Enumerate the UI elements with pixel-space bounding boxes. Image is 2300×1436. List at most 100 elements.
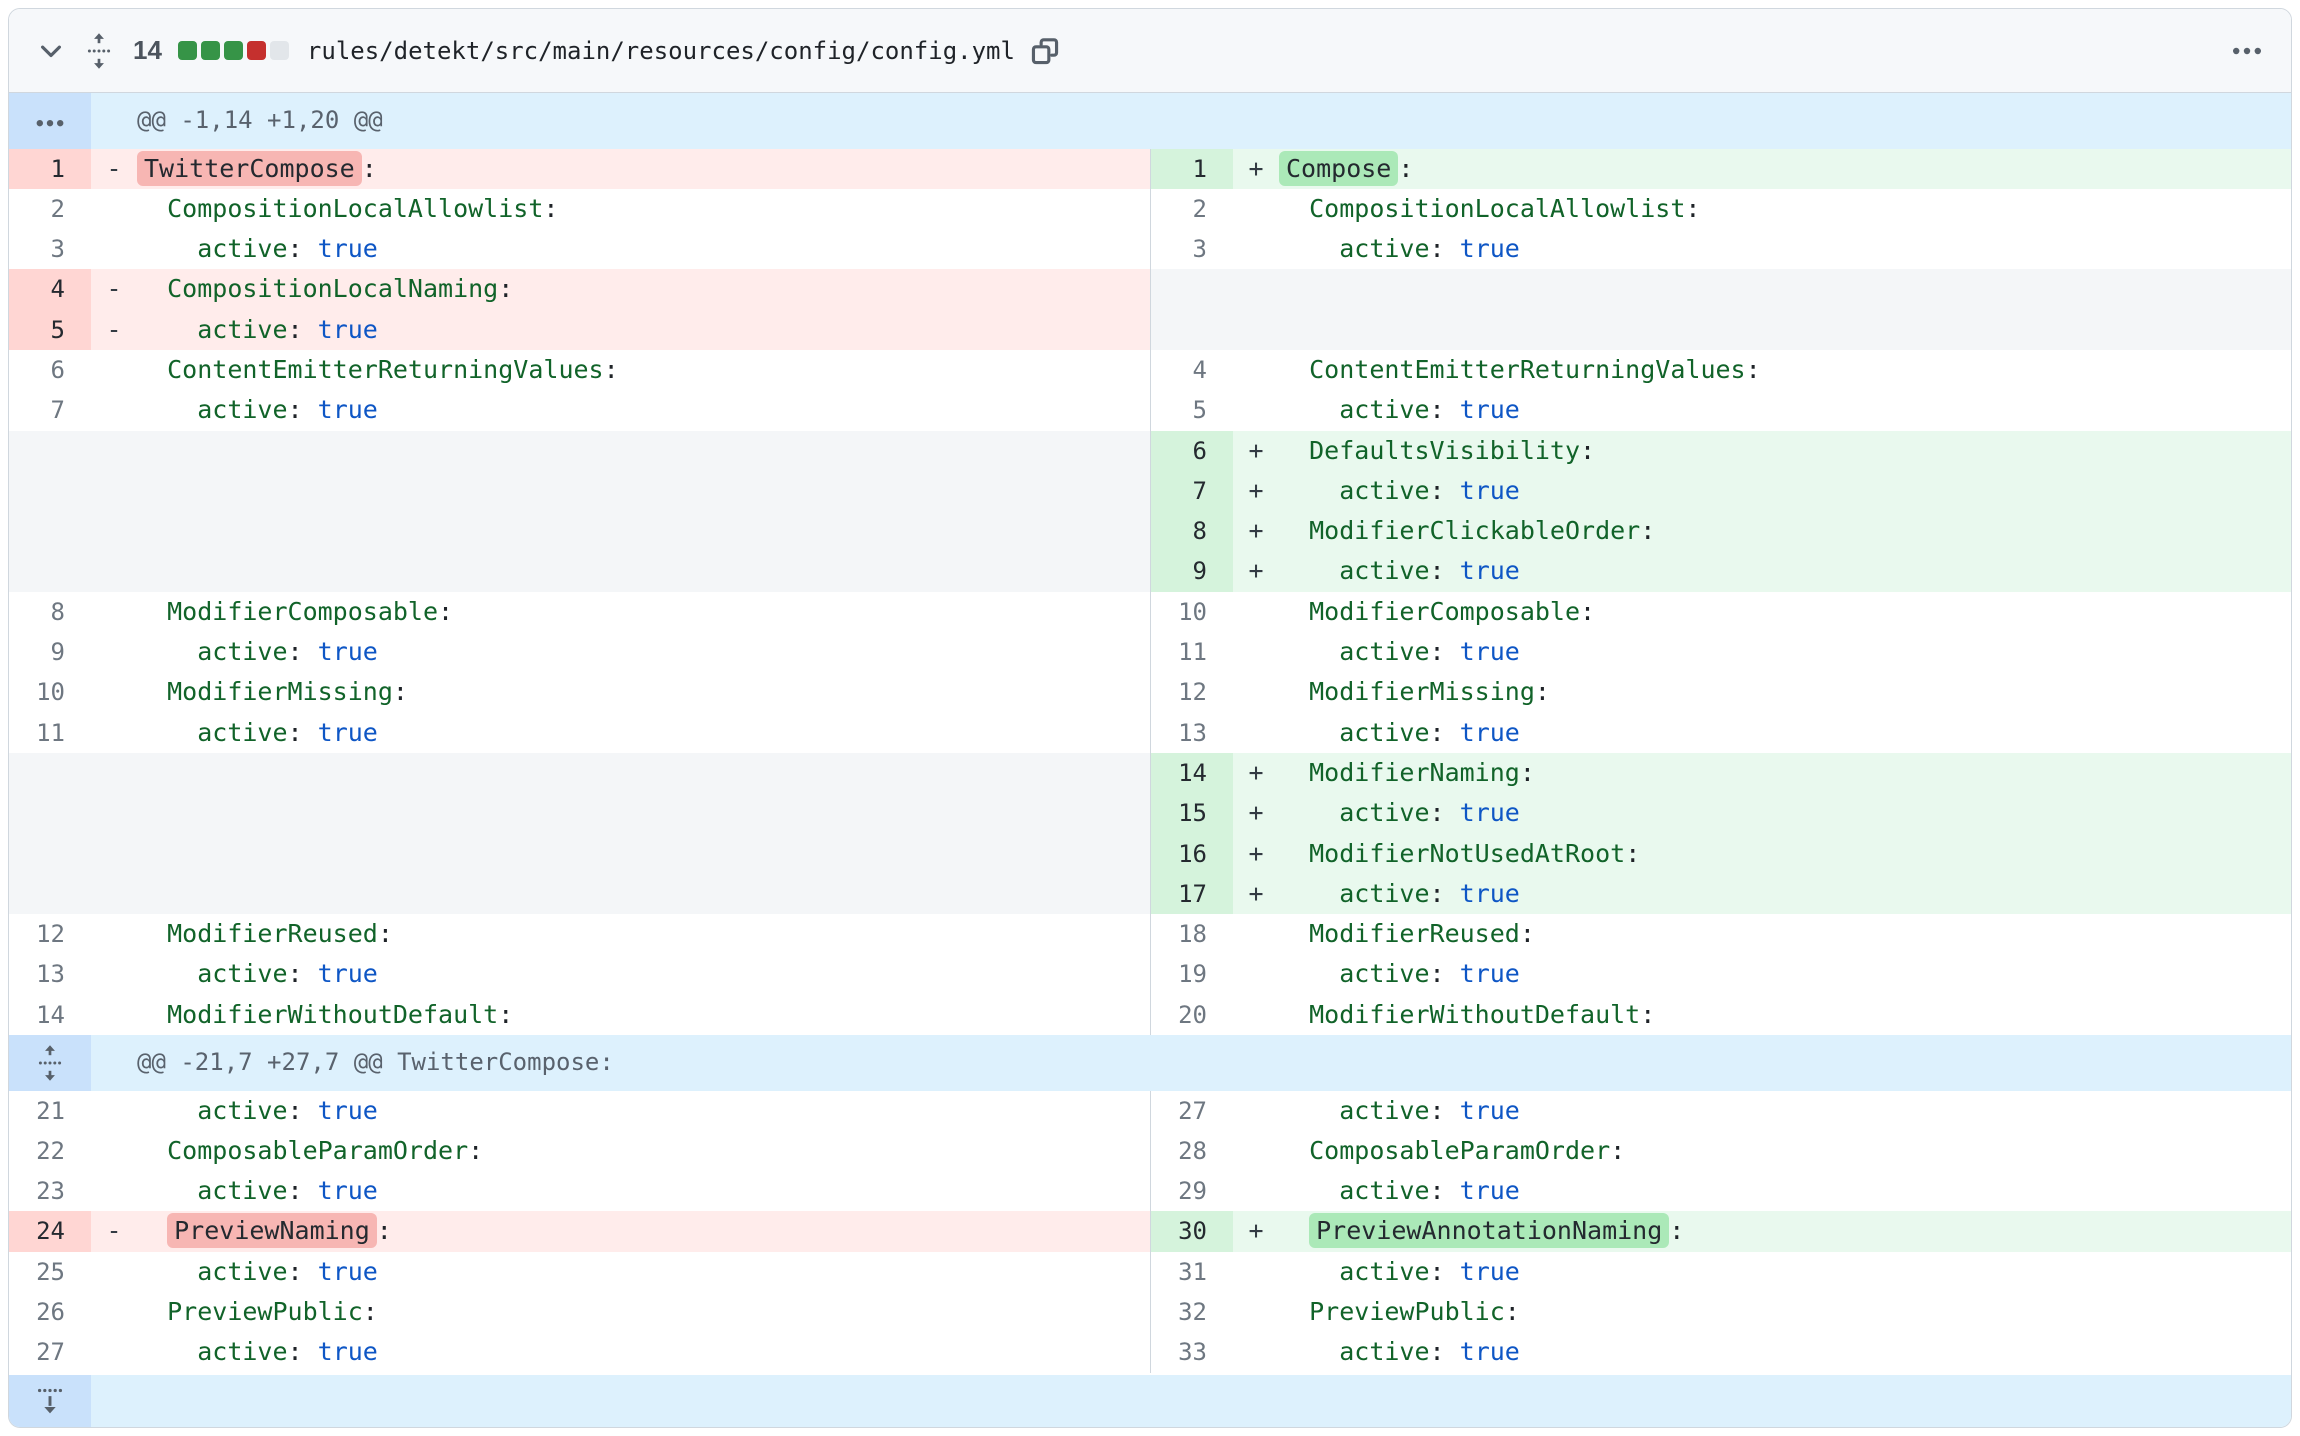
expand-vertical-icon[interactable]: [9, 1035, 91, 1091]
diff-marker: [91, 1171, 137, 1211]
diff-right-half: [1150, 309, 2291, 350]
file-header: 14 rules/detekt/src/main/resources/confi…: [9, 9, 2291, 93]
code-line: active: true: [1339, 234, 1520, 264]
line-number-left[interactable]: 8: [9, 591, 91, 633]
diff-row: 1-TwitterCompose:1+Compose:: [9, 148, 2291, 189]
drag-handle-icon[interactable]: [87, 31, 111, 71]
diff-marker: +: [1248, 516, 1264, 546]
line-number-right[interactable]: 11: [1151, 632, 1233, 673]
line-number-right[interactable]: 15: [1151, 793, 1233, 834]
diff-marker: [91, 431, 137, 471]
diff-marker: [91, 874, 137, 914]
line-number-right[interactable]: 31: [1151, 1251, 1233, 1293]
line-number-left[interactable]: 13: [9, 954, 91, 995]
diff-marker: [91, 672, 137, 712]
line-number-right[interactable]: 10: [1151, 591, 1233, 633]
code-cell-left: [91, 833, 1150, 874]
line-number-left[interactable]: 27: [9, 1332, 91, 1373]
diff-right-half: 6+ DefaultsVisibility:: [1150, 430, 2291, 471]
diff-row: 15+ active: true: [9, 793, 2291, 834]
line-number-right[interactable]: 28: [1151, 1130, 1233, 1172]
line-number-right[interactable]: 3: [1151, 229, 1233, 270]
line-number-right[interactable]: 32: [1151, 1292, 1233, 1333]
code-cell-left: active: true: [91, 632, 1150, 673]
line-number-right[interactable]: 29: [1151, 1171, 1233, 1212]
diff-right-half: 15+ active: true: [1150, 793, 2291, 834]
diff-marker: [91, 834, 137, 874]
code-cell-right: + DefaultsVisibility:: [1233, 430, 2291, 471]
diff-right-half: 32 PreviewPublic:: [1150, 1292, 2291, 1333]
diff-right-half: 16+ ModifierNotUsedAtRoot:: [1150, 833, 2291, 874]
line-number-right[interactable]: 27: [1151, 1090, 1233, 1131]
line-number-right[interactable]: 6: [1151, 430, 1233, 471]
expand-down-button[interactable]: [9, 1375, 91, 1427]
kebab-menu-icon[interactable]: [2231, 35, 2263, 67]
line-number-right[interactable]: 16: [1151, 833, 1233, 874]
diff-marker: [91, 229, 137, 269]
diff-marker: [91, 1091, 137, 1131]
line-number-left[interactable]: 11: [9, 712, 91, 753]
diff-right-half: 10 ModifierComposable:: [1150, 591, 2291, 633]
line-number-right[interactable]: 9: [1151, 551, 1233, 592]
line-number-left[interactable]: 9: [9, 632, 91, 673]
line-number-right[interactable]: 20: [1151, 994, 1233, 1036]
line-number-right[interactable]: 12: [1151, 672, 1233, 713]
diff-table: @@ -1,14 +1,20 @@ 1-TwitterCompose:1+Comp…: [9, 93, 2291, 1375]
line-number-left[interactable]: 1: [9, 148, 91, 189]
hunk-header-text: @@ -1,14 +1,20 @@: [137, 106, 383, 134]
line-number-right[interactable]: 19: [1151, 954, 1233, 995]
line-number-left[interactable]: 26: [9, 1292, 91, 1333]
line-number-left[interactable]: 3: [9, 229, 91, 270]
diff-left-half: 21 active: true: [9, 1090, 1150, 1131]
line-number-right[interactable]: 30: [1151, 1211, 1233, 1252]
line-number-right[interactable]: 1: [1151, 148, 1233, 189]
chevron-down-icon[interactable]: [37, 37, 65, 65]
file-path-link[interactable]: rules/detekt/src/main/resources/config/c…: [306, 36, 1015, 65]
line-number-right[interactable]: 2: [1151, 188, 1233, 230]
diff-row: 5- active: true: [9, 309, 2291, 350]
diff-right-half: 27 active: true: [1150, 1090, 2291, 1131]
line-number-left[interactable]: 14: [9, 994, 91, 1036]
diff-marker: [1233, 1171, 1279, 1211]
diff-marker: -: [106, 1216, 122, 1246]
line-number-left[interactable]: 23: [9, 1171, 91, 1212]
code-line: active: true: [1339, 637, 1520, 667]
line-number-left[interactable]: 4: [9, 269, 91, 310]
line-number-left[interactable]: 5: [9, 309, 91, 350]
line-number-right[interactable]: 5: [1151, 390, 1233, 431]
ellipsis-icon[interactable]: [9, 93, 91, 149]
copy-icon[interactable]: [1031, 37, 1059, 65]
line-number-right[interactable]: 8: [1151, 511, 1233, 552]
code-line: ModifierMissing:: [1309, 677, 1550, 707]
line-number-left[interactable]: 24: [9, 1211, 91, 1252]
line-number-right[interactable]: 17: [1151, 873, 1233, 915]
line-number-right[interactable]: 18: [1151, 914, 1233, 955]
code-line: active: true: [1339, 959, 1520, 989]
line-number-left[interactable]: 7: [9, 390, 91, 431]
code-cell-right: active: true: [1233, 1090, 2291, 1131]
line-number-right[interactable]: 13: [1151, 712, 1233, 753]
diff-left-half: 4- CompositionLocalNaming:: [9, 269, 1150, 310]
line-number-left[interactable]: 12: [9, 914, 91, 955]
code-line: ModifierWithoutDefault:: [1309, 999, 1656, 1029]
diff-left-half: 2 CompositionLocalAllowlist:: [9, 188, 1150, 230]
line-number-left[interactable]: 6: [9, 349, 91, 391]
code-line: active: true: [197, 959, 378, 989]
line-number-left: [9, 752, 91, 794]
line-number-left[interactable]: 22: [9, 1130, 91, 1172]
line-number-right[interactable]: 7: [1151, 470, 1233, 512]
line-number-left[interactable]: 2: [9, 188, 91, 230]
code-line: active: true: [1339, 1256, 1520, 1286]
code-cell-left: ModifierWithoutDefault:: [91, 994, 1150, 1036]
line-number-left: [9, 430, 91, 471]
code-cell-right: + active: true: [1233, 470, 2291, 512]
line-number-left[interactable]: 25: [9, 1251, 91, 1293]
line-number-right[interactable]: 4: [1151, 349, 1233, 391]
diff-marker: [91, 1131, 137, 1171]
line-number-right[interactable]: 33: [1151, 1332, 1233, 1373]
line-number-left[interactable]: 10: [9, 672, 91, 713]
line-number-right[interactable]: 14: [1151, 752, 1233, 794]
line-number-left[interactable]: 21: [9, 1090, 91, 1131]
diff-row: 12 ModifierReused:18 ModifierReused:: [9, 914, 2291, 955]
